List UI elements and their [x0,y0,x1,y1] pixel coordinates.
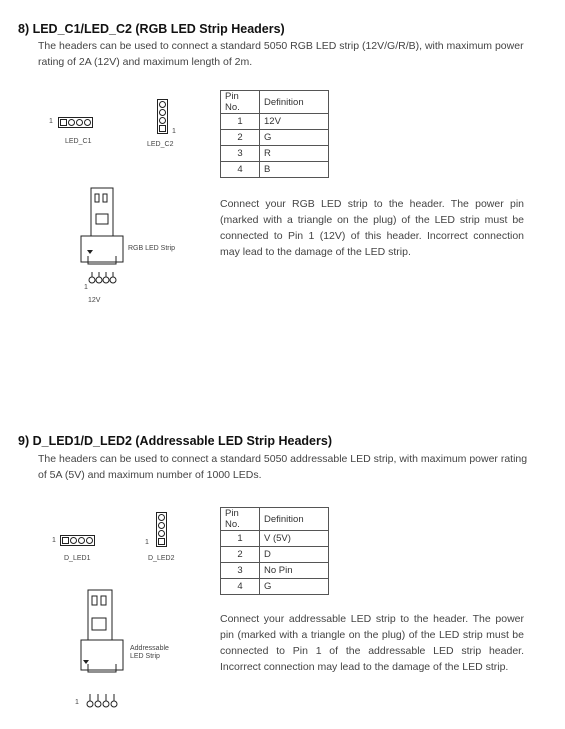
table-header-definition: Definition [259,507,329,531]
pin-cell: 2 [220,546,260,563]
section-9-heading: 9) D_LED1/D_LED2 (Addressable LED Strip … [18,434,332,448]
section-9-description: The headers can be used to connect a sta… [38,453,528,481]
d-led2-pin1-marker: 1 [145,539,149,546]
d-led1-header-icon [60,535,95,546]
d-led1-pin1-marker: 1 [52,537,56,544]
led-c1-label: LED_C1 [65,138,92,145]
table-header-row: Pin No. Definition [220,90,329,114]
pin-cell: 1 [220,530,260,547]
section-8-heading: 8) LED_C1/LED_C2 (RGB LED Strip Headers) [18,22,285,36]
definition-cell: D [259,546,329,563]
definition-cell: V (5V) [259,530,329,547]
led-c1-pin1-marker: 1 [49,118,53,125]
table-header-definition: Definition [259,90,329,114]
section-8-description: The headers can be used to connect a sta… [38,40,524,68]
addressable-plug-pin1-marker: 1 [75,699,79,706]
definition-cell: G [259,578,329,595]
definition-cell: G [259,129,329,146]
pin-cell: 4 [220,161,260,178]
addressable-led-strip-connector-icon [80,589,124,708]
definition-cell: No Pin [259,562,329,579]
led-c2-header-icon [157,99,168,134]
pin-cell: 2 [220,129,260,146]
table-header-pin: Pin No. [220,90,260,114]
definition-cell: 12V [259,113,329,130]
pin-cell: 4 [220,578,260,595]
led-c2-label: LED_C2 [147,141,174,148]
rgb-plug-12v-label: 12V [88,297,101,304]
led-c1-header-icon [58,117,93,128]
pin-cell: 3 [220,562,260,579]
d-led1-label: D_LED1 [64,555,91,562]
d-led2-label: D_LED2 [148,555,175,562]
rgb-strip-label: RGB LED Strip [128,245,176,252]
rgb-plug-pin1-marker: 1 [84,284,88,291]
definition-cell: R [259,145,329,162]
pin-cell: 1 [220,113,260,130]
section-9-instructions: Connect your addressable LED strip to th… [220,613,524,673]
addressable-strip-label: Addressable LED Strip [130,645,169,660]
d-led2-header-icon [156,512,167,547]
section-8-instructions: Connect your RGB LED strip to the header… [220,198,524,258]
rgb-led-strip-connector-icon [80,187,124,284]
led-c2-pin1-marker: 1 [172,128,176,135]
table-header-row: Pin No. Definition [220,507,329,531]
table-header-pin: Pin No. [220,507,260,531]
pin-cell: 3 [220,145,260,162]
definition-cell: B [259,161,329,178]
